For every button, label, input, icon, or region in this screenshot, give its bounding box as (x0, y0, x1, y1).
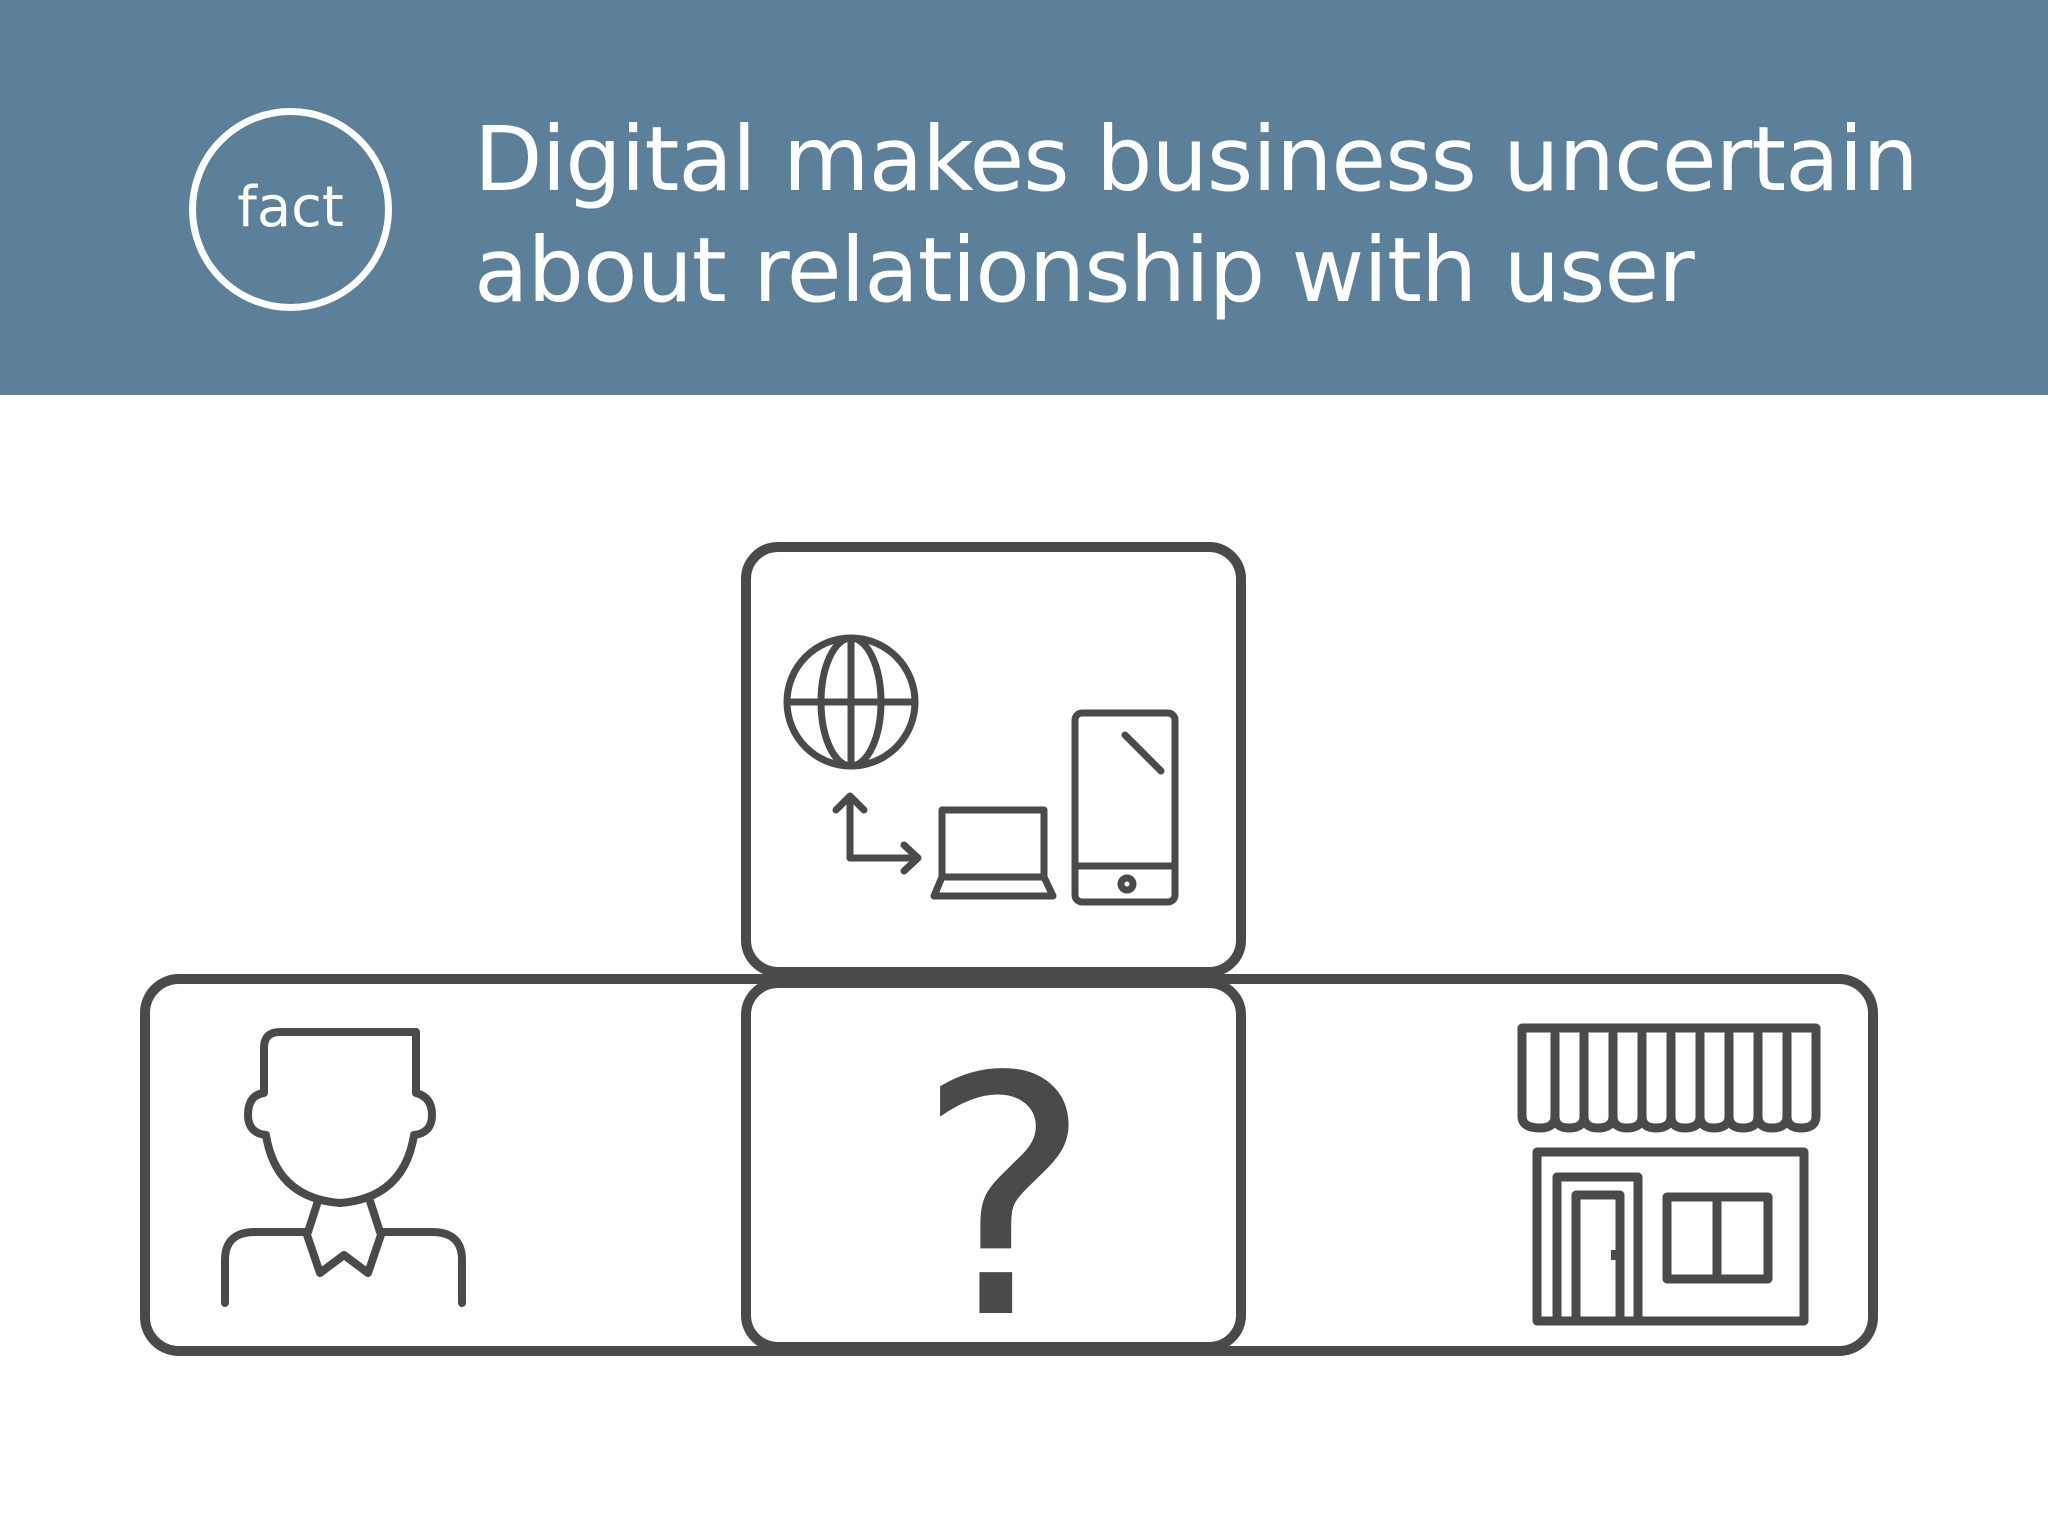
header-banner: fact Digital makes business uncertain ab… (0, 0, 2048, 395)
connection-arrow-icon (832, 792, 922, 875)
question-panel (741, 978, 1246, 1352)
fact-badge: fact (189, 108, 392, 311)
person-icon (221, 1028, 466, 1307)
page-title: Digital makes business uncertain about r… (474, 104, 2014, 326)
storefront-icon (1517, 1023, 1821, 1326)
fact-badge-label: fact (237, 174, 344, 240)
question-mark: ? (916, 1007, 1091, 1391)
laptop-icon (930, 806, 1057, 900)
title-line-2: about relationship with user (474, 218, 1695, 322)
globe-icon (783, 634, 919, 770)
smartphone-icon (1071, 709, 1179, 906)
title-line-1: Digital makes business uncertain (474, 107, 1919, 211)
door-knob (1611, 1250, 1620, 1260)
